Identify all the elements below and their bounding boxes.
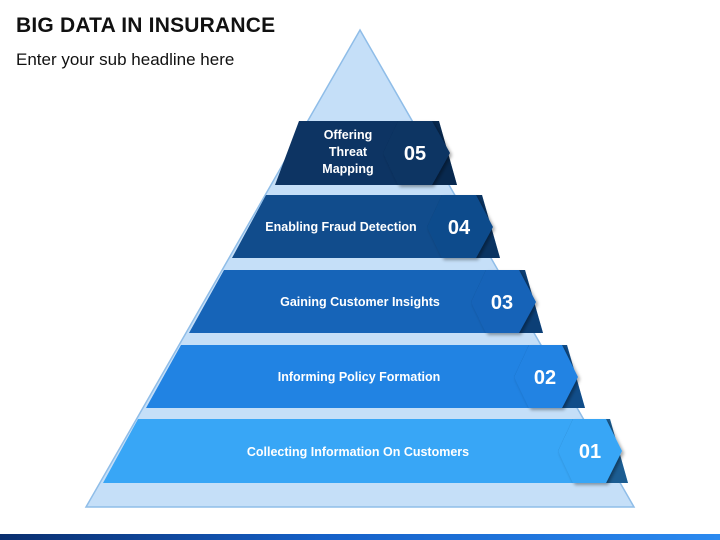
tier-02-label: Informing Policy Formation — [278, 370, 441, 384]
tier-05-number: 05 — [404, 143, 426, 165]
tier-03-band — [189, 270, 543, 333]
tier-04: 04 Enabling Fraud Detection — [232, 195, 500, 258]
tier-02-number-badge — [514, 345, 578, 408]
tier-04-band — [232, 195, 500, 258]
tier-01-number-badge — [558, 419, 622, 483]
tier-04-number: 04 — [448, 217, 471, 239]
tier-05-label-line-2: Threat — [329, 145, 368, 159]
tier-03-number: 03 — [491, 292, 513, 314]
tier-01: 01 Collecting Information On Customers — [103, 419, 628, 483]
tier-05-number-badge — [383, 121, 450, 185]
tier-03-label: Gaining Customer Insights — [280, 295, 440, 309]
page-title: BIG DATA IN INSURANCE — [16, 14, 276, 37]
tier-04-label: Enabling Fraud Detection — [265, 220, 416, 234]
tier-02-number: 02 — [534, 367, 556, 389]
tier-05-label-line-1: Offering — [324, 128, 373, 142]
bottom-accent-bar — [0, 534, 720, 540]
tier-05: 05 Offering Threat Mapping — [275, 121, 457, 185]
tier-02: 02 Informing Policy Formation — [146, 345, 585, 408]
tier-01-number: 01 — [579, 441, 601, 463]
tier-05-label-line-3: Mapping — [322, 162, 373, 176]
tier-03: 03 Gaining Customer Insights — [189, 270, 543, 333]
tier-01-label: Collecting Information On Customers — [247, 445, 469, 459]
tier-01-band — [103, 419, 628, 483]
tier-02-band — [146, 345, 585, 408]
tier-03-number-badge — [471, 270, 536, 333]
page-subtitle: Enter your sub headline here — [16, 50, 235, 69]
tier-04-number-badge — [427, 195, 493, 258]
